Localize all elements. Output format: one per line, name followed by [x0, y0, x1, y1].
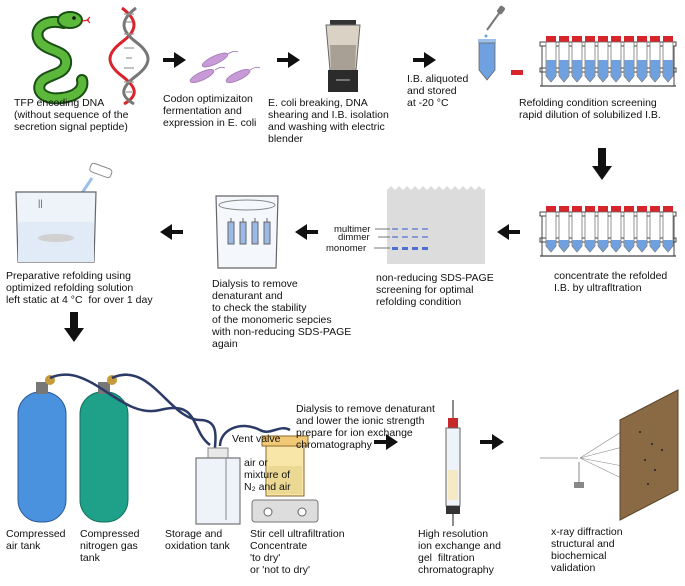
tube-cap: [546, 36, 556, 42]
tube-liquid: [546, 240, 556, 252]
arrow-1: [163, 52, 186, 68]
sds-page-gel: [374, 186, 485, 264]
tube-cap: [663, 36, 673, 42]
label-xray: x-ray diffraction structural and biochem…: [551, 526, 623, 574]
tube-cap: [572, 206, 582, 212]
tube-cap: [624, 206, 634, 212]
dialysis-beaker-icon: [215, 195, 279, 269]
arrow-right-5: [480, 434, 504, 450]
tube-liquid: [624, 60, 634, 82]
tube-liquid: [572, 240, 582, 252]
tube-cap: [637, 36, 647, 42]
tube-liquid: [650, 60, 660, 82]
storage-bottle-icon: [195, 447, 241, 525]
tube-liquid: [559, 240, 569, 252]
label-codon-opt: Codon optimizaiton fermentation and expr…: [163, 93, 257, 129]
tube-liquid: [585, 240, 595, 252]
tube-liquid: [559, 60, 569, 82]
tube-liquid: [611, 240, 621, 252]
gas-line-air: [49, 373, 211, 446]
tube-cap: [637, 206, 647, 212]
stir-cell-icon: [251, 435, 319, 523]
arrow-left-3: [160, 224, 183, 240]
tube-liquid: [598, 240, 608, 252]
tube-liquid: [663, 240, 673, 252]
tube-liquid: [624, 240, 634, 252]
label-refold-screen: Refolding condition screening rapid dilu…: [519, 97, 661, 121]
label-stir-cell: Stir cell ultrafiltration Concentrate 't…: [250, 528, 345, 576]
tube-cap: [611, 36, 621, 42]
label-air-mixture: air or mixture of N₂ and air: [244, 457, 291, 493]
snake-icon: [31, 11, 91, 105]
tube-liquid: [572, 60, 582, 82]
arrow-2: [277, 52, 300, 68]
tube-cap: [611, 206, 621, 212]
label-prep-refold: Preparative refolding using optimized re…: [6, 270, 153, 306]
tube-cap: [650, 36, 660, 42]
gel-monomer-label: monomer: [326, 243, 367, 254]
label-hplc: High resolution ion exchange and gel fil…: [418, 528, 501, 576]
transfer-line: [218, 424, 291, 447]
chromatography-column-icon: [445, 400, 461, 526]
tube-cap: [598, 206, 608, 212]
tube-pipette-icon: [478, 5, 523, 81]
tube-cap: [650, 206, 660, 212]
bacteria-icon: [189, 50, 261, 83]
arrow-left-2: [295, 224, 318, 240]
tube-liquid: [546, 60, 556, 82]
tube-cap: [624, 36, 634, 42]
tube-liquid: [598, 60, 608, 82]
arrow-3: [413, 52, 436, 68]
tube-liquid: [650, 240, 660, 252]
tube-cap: [663, 206, 673, 212]
arrow-left-1: [497, 224, 520, 240]
gas-line-n2: [111, 373, 217, 449]
tube-cap: [598, 36, 608, 42]
label-air-tank: Compressed air tank: [6, 528, 66, 552]
label-dialysis-2: Dialysis to remove denaturant and lower …: [296, 403, 435, 451]
label-ib-aliquot: I.B. aliquoted and stored at -20 °C: [407, 73, 469, 109]
label-sds-page: non-reducing SDS-PAGE screening for opti…: [376, 272, 494, 308]
tube-cap: [585, 36, 595, 42]
tube-liquid: [585, 60, 595, 82]
air-tank-icon: [17, 375, 67, 523]
tube-cap: [585, 206, 595, 212]
tube-liquid: [663, 60, 673, 82]
tube-liquid: [611, 60, 621, 82]
label-storage-tank: Storage and oxidation tank: [165, 528, 230, 552]
arrow-down-1: [592, 148, 612, 180]
label-vent-valve: Vent valve: [232, 433, 281, 445]
blender-icon: [325, 20, 361, 92]
xray-setup-icon: [540, 389, 679, 521]
label-tfp-dna: TFP encoding DNA (without sequence of th…: [14, 97, 129, 133]
label-concentrate: concentrate the refolded I.B. by ultrafl…: [554, 270, 668, 294]
arrow-right-4: [374, 434, 398, 450]
tube-cap: [559, 36, 569, 42]
label-ecoli-breaking: E. coli breaking, DNA shearing and I.B. …: [268, 97, 389, 145]
nitrogen-tank-icon: [79, 375, 129, 523]
tube-cap: [546, 206, 556, 212]
gel-dimmer-label: dimmer: [338, 232, 370, 243]
label-n2-tank: Compressed nitrogen gas tank: [80, 528, 140, 564]
svg-text:||: ||: [38, 198, 43, 208]
dna-helix-icon: [108, 6, 150, 106]
label-dialysis-1: Dialysis to remove denaturant and to che…: [212, 278, 352, 350]
arrow-down-2: [64, 312, 84, 342]
tube-cap: [572, 36, 582, 42]
preparative-beaker-icon: ||: [15, 162, 113, 263]
tube-liquid: [637, 240, 647, 252]
tube-liquid: [637, 60, 647, 82]
tube-cap: [559, 206, 569, 212]
gel-multimer-label: multimer: [334, 224, 371, 235]
